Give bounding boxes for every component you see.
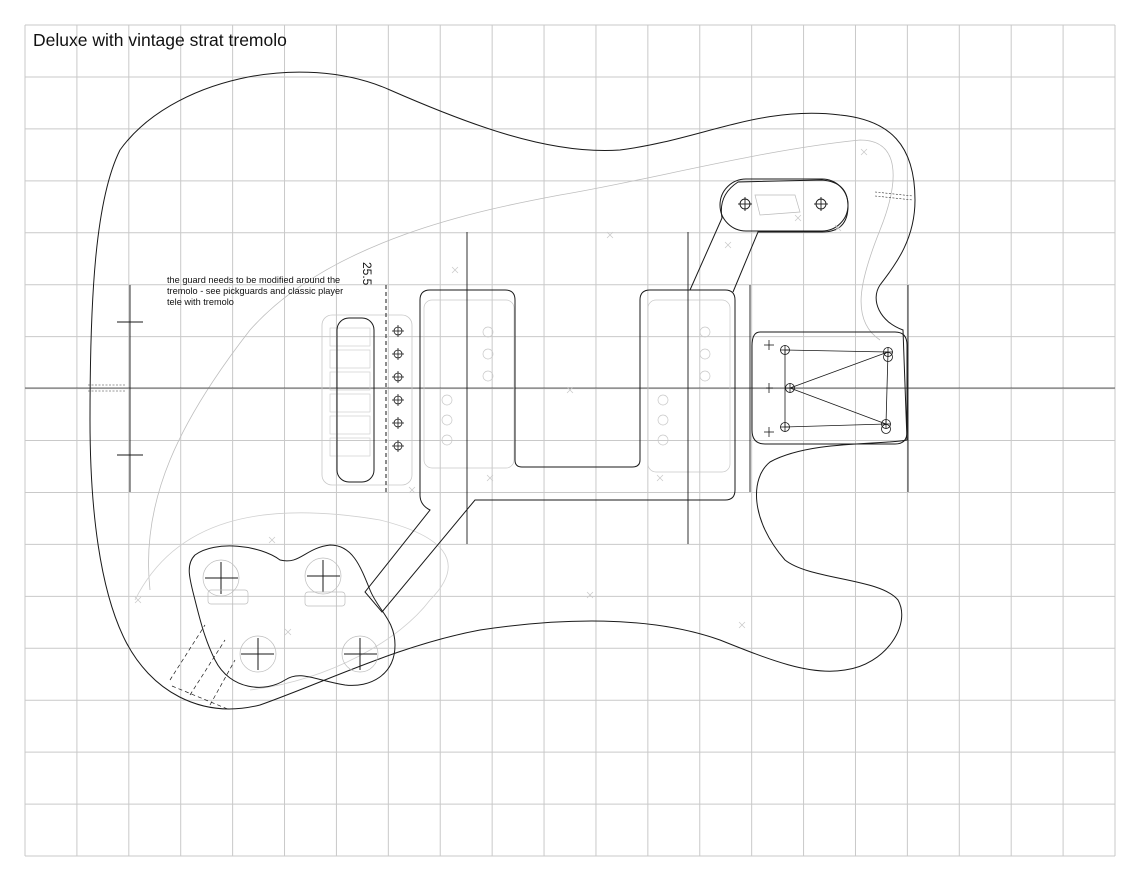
control-pot-outlines [202, 557, 379, 673]
upper-slot [719, 178, 849, 232]
screw-mark [860, 148, 868, 156]
page-title: Deluxe with vintage strat tremolo [33, 30, 287, 50]
screw-hole-icon [392, 417, 404, 429]
pole-piece [657, 394, 669, 406]
screw-mark [451, 266, 459, 274]
screw-mark [724, 241, 732, 249]
tremolo-saddles [329, 327, 371, 457]
screw-hole-icon [392, 440, 404, 452]
screw-mark [408, 486, 416, 494]
pole-piece [699, 370, 711, 382]
screw-mark [268, 536, 276, 544]
pole-piece [699, 326, 711, 338]
neck-cutout-dashes [88, 191, 914, 392]
bridge-screw-holes [392, 325, 404, 452]
pickup-route [364, 289, 736, 613]
tremolo-plate [321, 314, 413, 486]
screw-hole-icon [392, 394, 404, 406]
note-line: tremolo - see pickguards and classic pla… [167, 286, 344, 296]
screw-mark [586, 591, 594, 599]
cavity-contour [134, 512, 449, 691]
screw-mark [738, 621, 746, 629]
upper-slot-detail [754, 194, 801, 216]
pole-piece [441, 414, 453, 426]
screw-mark [834, 224, 842, 232]
pickup-reference-lines [466, 232, 909, 544]
pole-pieces [441, 326, 711, 446]
note-line: tele with tremolo [167, 297, 234, 307]
upper-slot-holes [738, 197, 828, 211]
screw-mark [284, 628, 292, 636]
grid-lines [24, 24, 1116, 857]
neck-pocket [751, 331, 908, 445]
neck-pocket-holes [764, 340, 893, 437]
pole-piece [441, 434, 453, 446]
control-knob-positions [205, 560, 377, 670]
bridge-reference-lines [117, 285, 143, 492]
screw-mark [794, 214, 802, 222]
tremolo-slot [336, 317, 375, 483]
pole-piece [482, 326, 494, 338]
pole-piece [482, 370, 494, 382]
pole-piece [441, 394, 453, 406]
screw-hole-icon [392, 348, 404, 360]
upper-route-channel [689, 179, 849, 293]
pole-piece [699, 348, 711, 360]
screw-hole-icon [392, 325, 404, 337]
note-line: the guard needs to be modified around th… [167, 275, 341, 285]
pole-piece [657, 414, 669, 426]
pole-piece [482, 348, 494, 360]
control-cavity [188, 544, 396, 688]
screw-hole-icon [392, 371, 404, 383]
pole-piece [657, 434, 669, 446]
pickup-outlines [423, 299, 731, 473]
screw-mark [566, 386, 574, 394]
scale-length-label: 25.5 [360, 262, 374, 286]
pickguard-screw-marks [134, 148, 868, 636]
screw-mark [656, 474, 664, 482]
screw-mark [606, 231, 614, 239]
pickguard-contour [148, 139, 894, 591]
screw-mark [486, 474, 494, 482]
modification-note: the guard needs to be modified around th… [167, 275, 367, 308]
body-outline [89, 71, 916, 710]
screw-mark [134, 596, 142, 604]
